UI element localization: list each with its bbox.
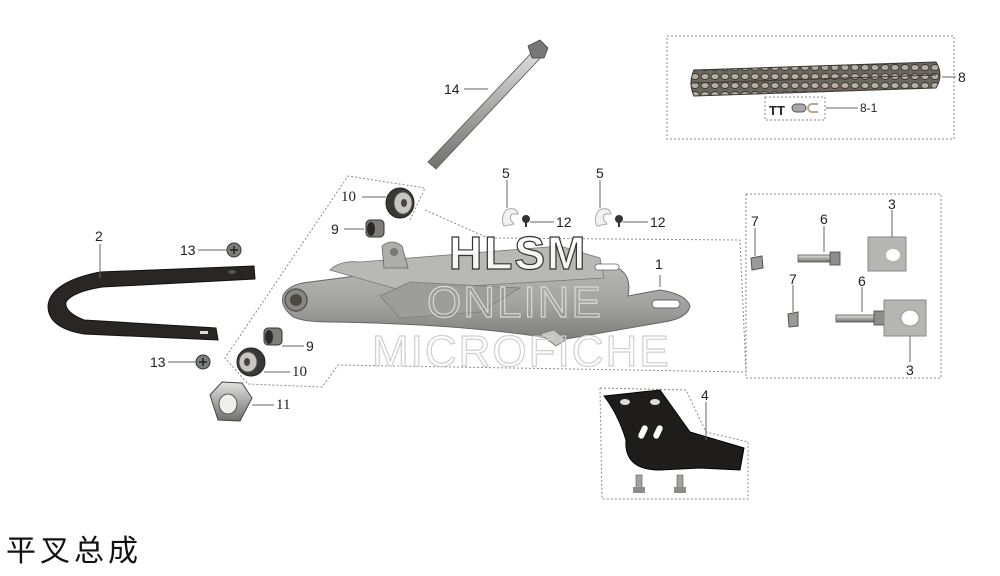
pivot-axle-part[interactable]: [427, 39, 549, 170]
hose-clip-left-part[interactable]: [501, 208, 519, 227]
diagram-title: 平叉总成: [6, 534, 142, 569]
adjuster-bolt-lower-part[interactable]: [835, 310, 885, 326]
callout-13-upper: 13: [180, 242, 196, 258]
adjuster-bolt-upper-part[interactable]: [797, 251, 841, 266]
slider-screw-upper-part[interactable]: [226, 242, 242, 258]
callout-13-lower: 13: [150, 354, 166, 370]
adjuster-group-frame: [745, 193, 942, 379]
callout-6-lower: 6: [858, 273, 866, 289]
swingarm-group-frame: [224, 175, 747, 388]
bearing-upper-part[interactable]: [385, 187, 415, 219]
callout-12-right: 12: [650, 214, 666, 230]
chain-guide-part[interactable]: [603, 389, 745, 493]
adjuster-nut-lower-part[interactable]: [787, 311, 799, 328]
chain-group-frame: [666, 35, 955, 140]
clip-screw-right-part[interactable]: [615, 215, 623, 227]
leader-lines: [99, 76, 956, 440]
bearing-lower-part[interactable]: [236, 347, 266, 377]
swingarm-part[interactable]: [281, 241, 691, 347]
callout-8-1: 8-1: [860, 101, 878, 115]
chain-master-link-part[interactable]: TT: [769, 103, 818, 118]
bushing-upper-part[interactable]: [365, 219, 385, 238]
callout-9-upper: 9: [331, 221, 339, 237]
callout-3-upper: 3: [888, 196, 896, 212]
adjuster-nut-upper-part[interactable]: [750, 255, 764, 271]
chain-adjuster-upper-part[interactable]: [867, 236, 907, 272]
callout-2: 2: [95, 228, 103, 244]
bushing-lower-part[interactable]: [263, 327, 283, 346]
drive-chain-part[interactable]: [690, 61, 941, 97]
callout-6-upper: 6: [820, 211, 828, 227]
callout-11: 11: [276, 397, 291, 413]
callout-7-lower: 7: [789, 271, 797, 287]
callout-4: 4: [701, 387, 709, 403]
callout-3-lower: 3: [906, 362, 914, 378]
callout-12-left: 12: [556, 214, 572, 230]
clip-screw-left-part[interactable]: [522, 215, 530, 227]
chain-slider-part[interactable]: [47, 265, 256, 341]
callout-1: 1: [655, 256, 663, 272]
callout-7-upper: 7: [751, 213, 759, 229]
callout-5-right: 5: [596, 165, 604, 181]
slider-screw-lower-part[interactable]: [195, 354, 211, 370]
callout-5-left: 5: [502, 165, 510, 181]
callout-8: 8: [958, 69, 966, 85]
callout-14: 14: [444, 81, 460, 97]
callout-10-lower: 10: [292, 364, 307, 380]
svg-text:TT: TT: [769, 103, 785, 118]
hose-clip-right-part[interactable]: [594, 208, 612, 227]
callout-10-upper: 10: [341, 189, 356, 205]
pivot-nut-part[interactable]: [209, 381, 253, 422]
callout-9-lower: 9: [306, 338, 314, 354]
chain-adjuster-lower-part[interactable]: [883, 299, 927, 337]
